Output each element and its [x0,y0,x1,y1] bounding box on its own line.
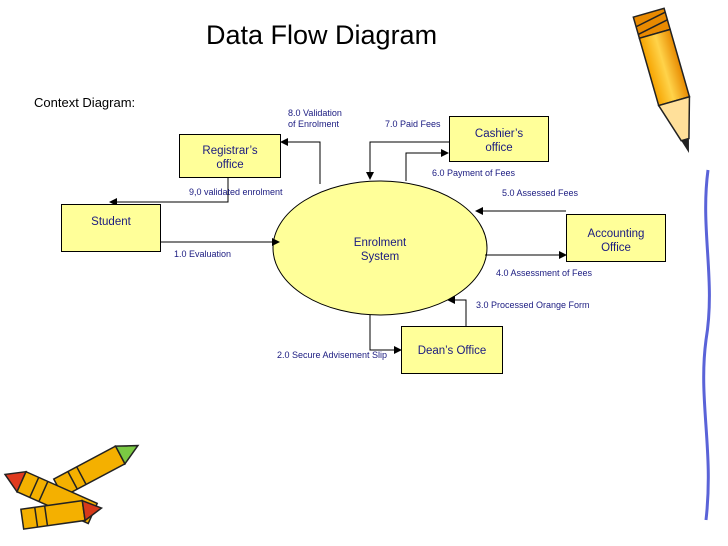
flow-line-9 [109,178,229,206]
slide-title: Data Flow Diagram [206,20,438,50]
enrolment-system-label: Enrolment System [353,237,407,263]
flow-line-7 [366,141,449,180]
cashier-office-label: Cashier’s office [474,128,524,154]
decorative-wave [702,169,711,521]
enrolment-system-ellipse [272,180,488,316]
deans-office-label: Dean’s Office [417,345,487,357]
flow-label-6: 6.0 Payment of Fees [432,168,516,178]
flow-label-2: 2.0 Secure Advisement Slip [277,350,388,360]
student-label: Student [91,216,131,228]
registrar-office-box: Registrar’s office [179,134,281,178]
flow-label-3: 3.0 Processed Orange Form [476,300,590,310]
flow-label-5: 5.0 Assessed Fees [502,188,579,198]
pencil-icon [632,7,691,154]
crayons-icon [3,444,140,530]
flow-line-6 [405,149,449,181]
flow-line-8 [280,138,321,184]
flow-label-4: 4.0 Assessment of Fees [496,268,593,278]
flow-line-2 [369,315,402,354]
flow-label-9: 9,0 validated enrolment [189,187,283,197]
accounting-office-box: Accounting Office [566,214,666,262]
cashier-office-box: Cashier’s office [449,116,549,162]
flow-line-3 [447,296,467,326]
flow-label-7: 7.0 Paid Fees [385,119,441,129]
flow-label-1: 1.0 Evaluation [174,249,232,259]
deans-office-box: Dean’s Office [401,326,503,374]
flow-label-8: 8.0 Validation of Enrolment [288,108,342,129]
accounting-office-label: Accounting Office [587,228,645,254]
context-diagram-label: Context Diagram: [34,95,136,110]
student-box: Student [61,204,161,252]
registrar-office-label: Registrar’s office [202,145,258,171]
